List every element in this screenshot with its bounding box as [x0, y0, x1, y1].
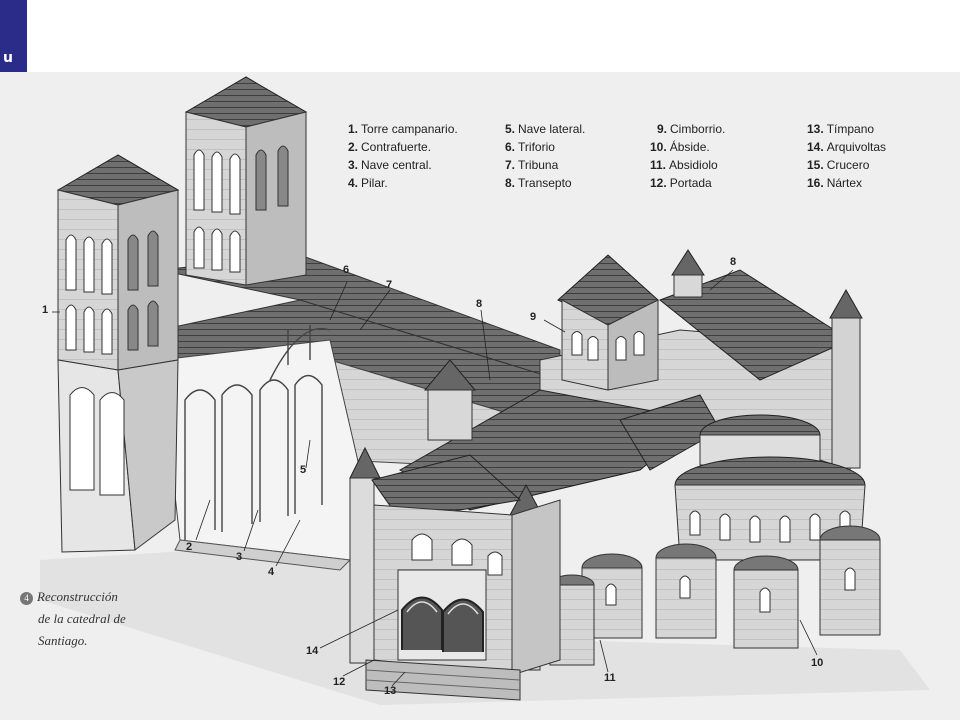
legend-number: 2.	[348, 140, 359, 154]
legend-label: Cimborrio.	[670, 122, 726, 136]
legend-number: 1.	[348, 122, 359, 136]
legend-label: Nártex	[826, 176, 863, 190]
legend-item-1: 1.Torre campanario.	[348, 122, 458, 136]
callout-7: 7	[386, 279, 393, 291]
callout-1: 1	[42, 304, 49, 316]
legend-label: Tribuna	[518, 158, 559, 172]
legend-label: Transepto	[518, 176, 572, 190]
callout-11: 11	[604, 672, 616, 684]
callout-5: 5	[300, 464, 307, 476]
legend-number: 4.	[348, 176, 359, 190]
callout-8b: 8	[730, 256, 737, 268]
legend-label: Nave central.	[361, 158, 432, 172]
portal-facade	[365, 454, 561, 701]
legend-label: Crucero	[826, 158, 870, 172]
section-tab: u	[0, 0, 27, 72]
legend-item-10: 10.Ábside.	[650, 140, 710, 154]
callout-10: 10	[811, 657, 824, 669]
legend-item-9: 9.Cimborrio.	[657, 122, 725, 136]
legend-item-2: 2.Contrafuerte.	[348, 140, 431, 154]
legend-item-11: 11.Absidiolo	[650, 158, 718, 172]
legend-item-14: 14.Arquivoltas	[807, 140, 886, 154]
caption-line-3: Santiago.	[38, 633, 88, 648]
turrets	[349, 249, 863, 671]
figure-caption: 4 Reconstrucción de la catedral de Santia…	[20, 586, 126, 652]
leader-lines	[52, 269, 818, 687]
callout-8a: 8	[476, 298, 483, 310]
legend-number: 5.	[505, 122, 516, 136]
legend-number: 13.	[807, 122, 824, 136]
legend-label: Tímpano	[826, 122, 875, 136]
legend-item-15: 15.Crucero	[807, 158, 869, 172]
legend-label: Contrafuerte.	[361, 140, 432, 154]
legend-item-6: 6.Triforio	[505, 140, 555, 154]
legend-number: 15.	[807, 158, 824, 172]
legend-number: 6.	[505, 140, 516, 154]
callout-9: 9	[530, 311, 537, 323]
callout-6: 6	[343, 264, 350, 276]
legend-item-4: 4.Pilar.	[348, 176, 388, 190]
tower-front	[56, 154, 180, 553]
callout-2: 2	[186, 541, 193, 553]
legend-label: Ábside.	[669, 140, 710, 154]
legend-number: 9.	[657, 122, 668, 136]
legend-number: 7.	[505, 158, 516, 172]
legend-item-12: 12.Portada	[650, 176, 712, 190]
apsidioles	[549, 525, 881, 666]
callout-3: 3	[236, 551, 243, 563]
legend-label: Pilar.	[361, 176, 388, 190]
legend-number: 16.	[807, 176, 824, 190]
legend-number: 12.	[650, 176, 667, 190]
portal-arches	[397, 569, 487, 661]
legend-label: Torre campanario.	[361, 122, 458, 136]
legend-number: 11.	[650, 158, 667, 172]
figure-number-badge: 4	[20, 591, 33, 605]
legend-number: 10.	[650, 140, 667, 154]
legend-label: Absidiolo	[669, 158, 718, 172]
caption-line-1: Reconstrucción	[37, 589, 118, 604]
tower-back	[184, 76, 308, 286]
legend-item-8: 8.Transepto	[505, 176, 572, 190]
callout-4: 4	[268, 566, 275, 578]
legend-item-16: 16.Nártex	[807, 176, 862, 190]
legend-label: Triforio	[518, 140, 555, 154]
legend-item-13: 13.Tímpano	[807, 122, 874, 136]
caption-line-2: de la catedral de	[38, 611, 126, 626]
crossing-lantern	[557, 254, 659, 391]
legend-number: 8.	[505, 176, 516, 190]
callout-13: 13	[384, 685, 397, 697]
legend-item-7: 7.Tribuna	[505, 158, 558, 172]
legend-item-3: 3.Nave central.	[348, 158, 432, 172]
callout-14: 14	[306, 645, 319, 657]
legend-number: 3.	[348, 158, 359, 172]
legend-item-5: 5.Nave lateral.	[505, 122, 585, 136]
tab-letter: u	[3, 50, 13, 66]
callout-12: 12	[333, 676, 346, 688]
legend-number: 14.	[807, 140, 824, 154]
legend-label: Nave lateral.	[518, 122, 586, 136]
nave-cutaway	[159, 325, 361, 571]
legend-label: Portada	[669, 176, 712, 190]
legend-label: Arquivoltas	[826, 140, 887, 154]
